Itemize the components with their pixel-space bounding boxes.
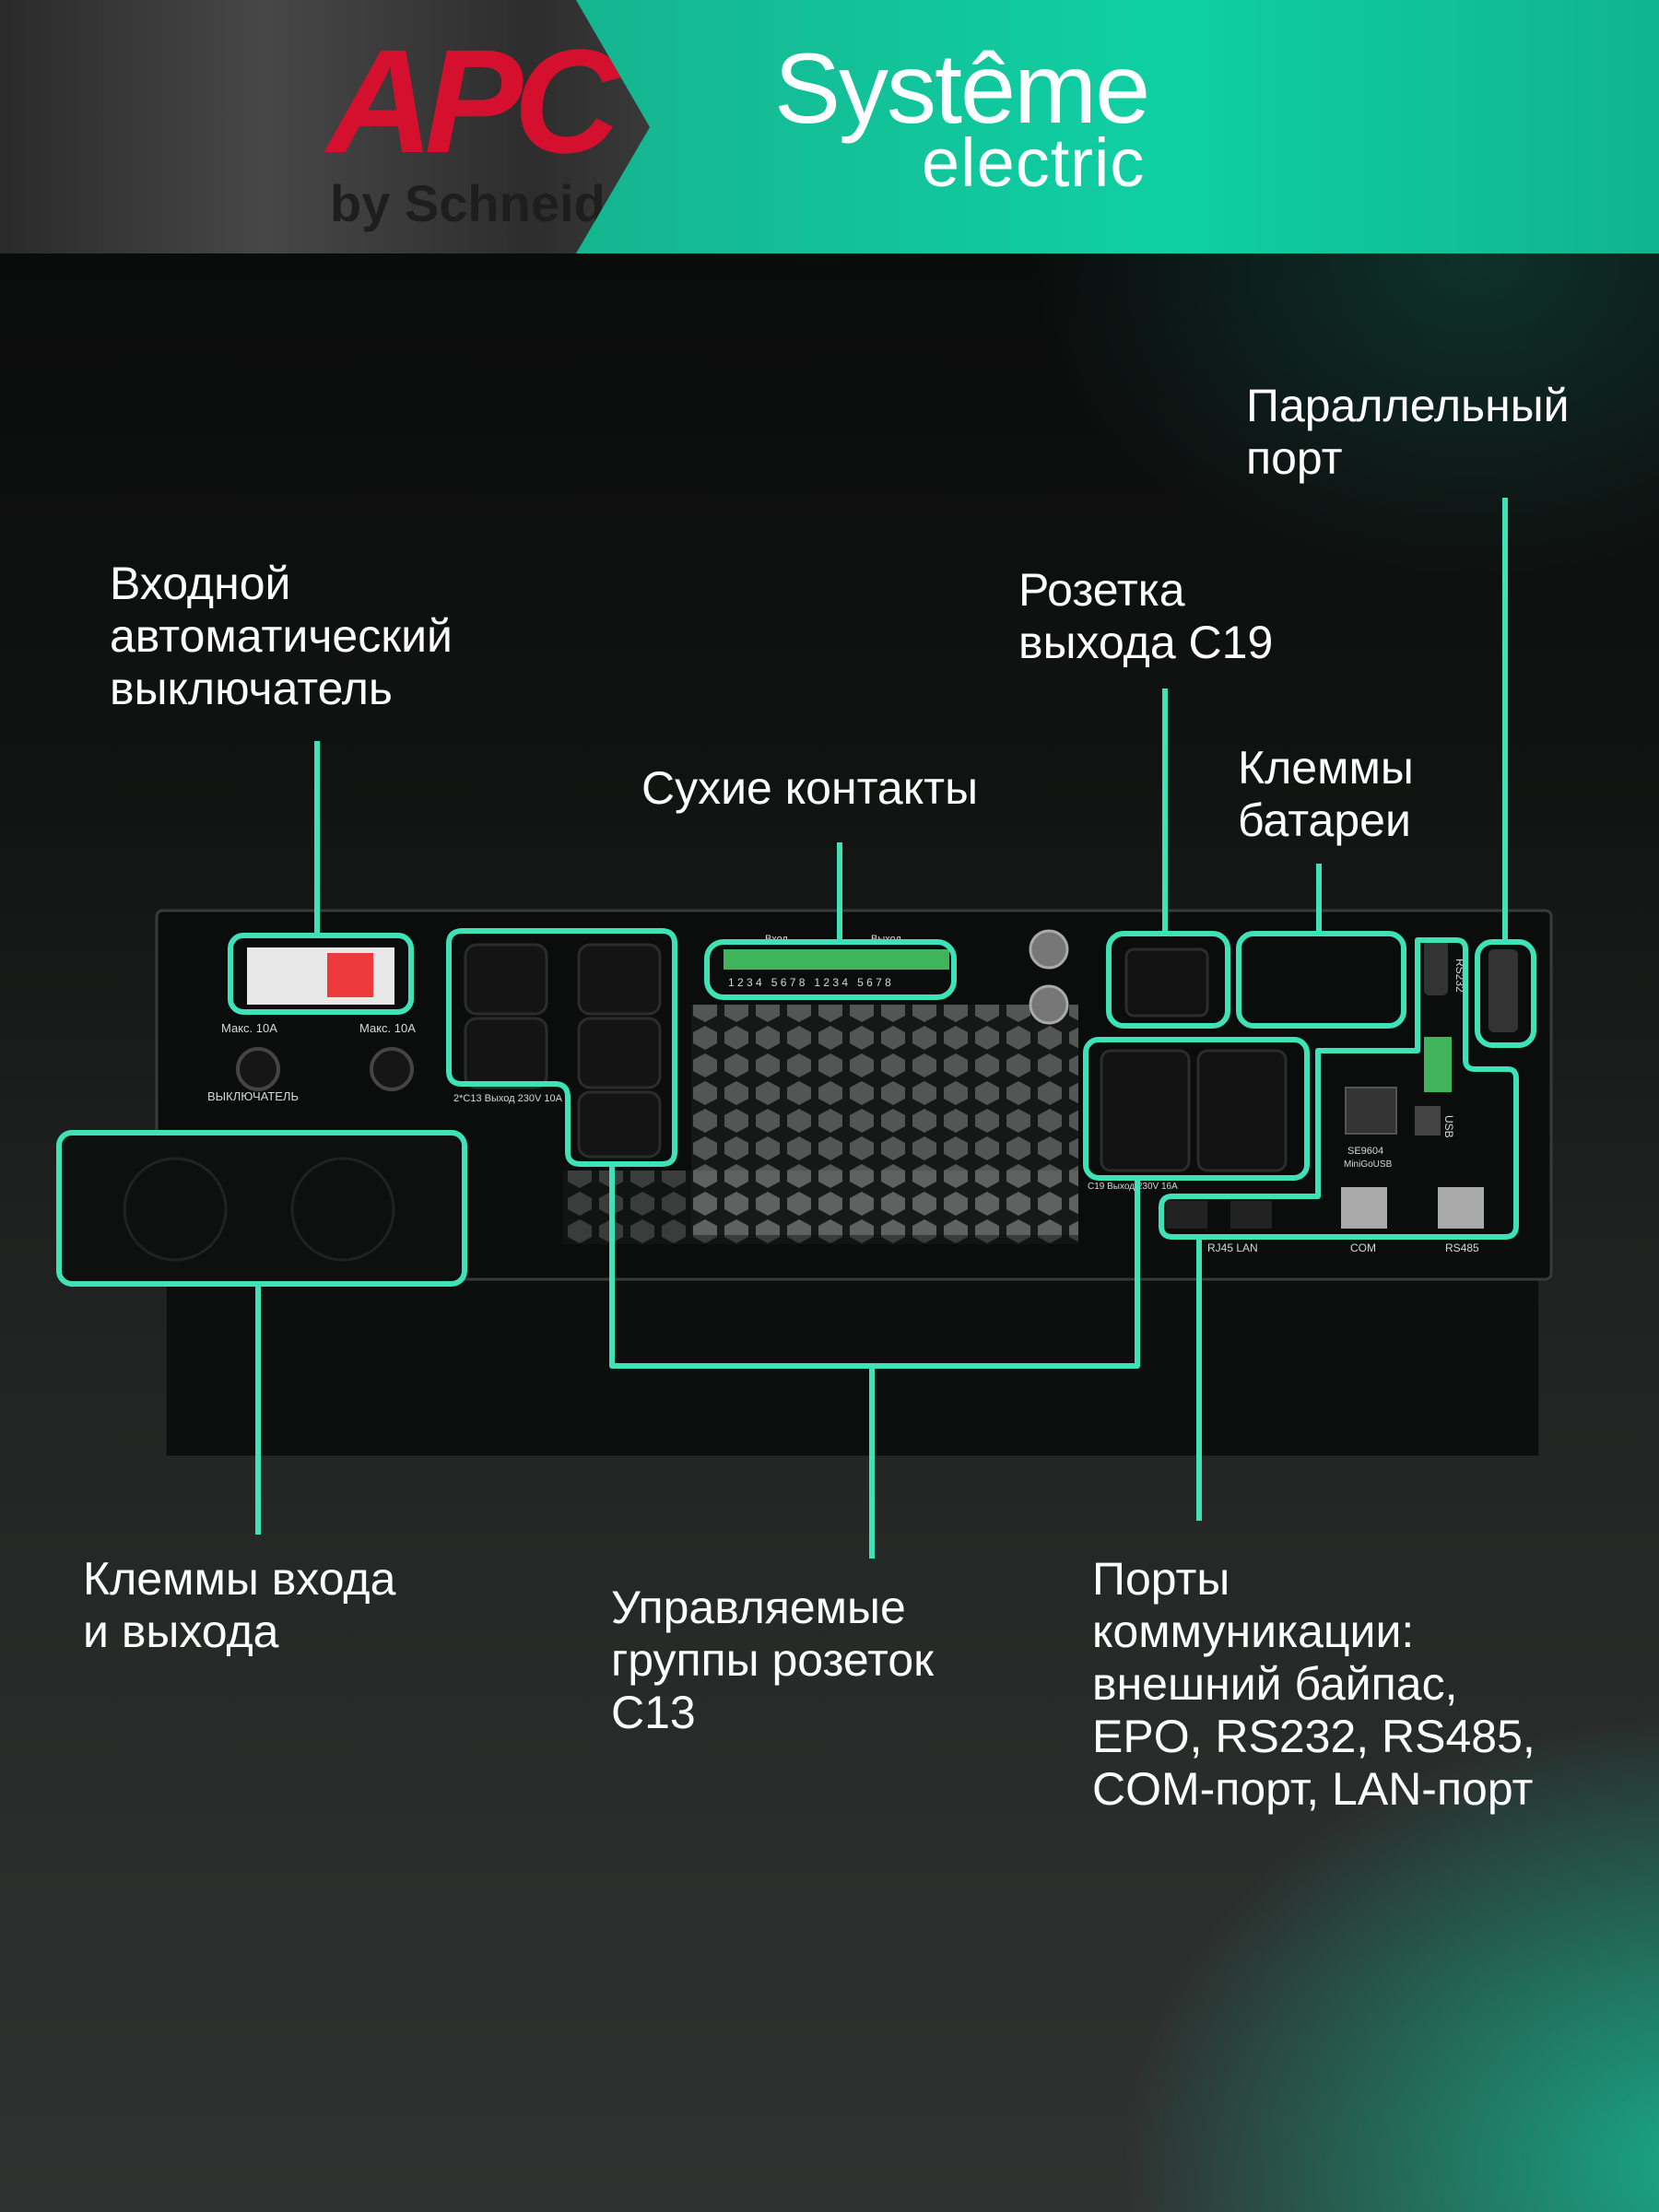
io-terminal-cover	[61, 1134, 463, 1281]
label-input-breaker: Входной автоматический выключатель	[110, 558, 453, 715]
dry-contact-terminals	[724, 949, 949, 970]
apc-logo: APC	[327, 18, 620, 183]
cable-gland	[1029, 929, 1069, 970]
card-sub: MiniGoUSB	[1344, 1159, 1393, 1170]
label-line: батареи	[1238, 794, 1411, 846]
breaker-callout-box	[228, 933, 414, 1015]
label-line: Сухие контакты	[641, 762, 979, 814]
label-line: выключатель	[110, 663, 393, 714]
label-line: коммуникации:	[1092, 1606, 1415, 1657]
label-line: и выхода	[83, 1606, 279, 1657]
brand-header: APC by Schneider Systême electric	[0, 0, 1659, 253]
label-line: Клеммы входа	[83, 1553, 396, 1605]
lan-card-port[interactable]	[1345, 1087, 1397, 1135]
switch-label: ВЫКЛЮЧАТЕЛЬ	[207, 1089, 299, 1103]
c13-callout-box	[446, 928, 677, 1167]
rj45-lan-label: RJ45 LAN	[1207, 1241, 1258, 1254]
battery-callout-box	[1236, 931, 1406, 1029]
label-line: Розетка	[1018, 564, 1185, 616]
c19-callout-box	[1106, 931, 1230, 1029]
c13-bracket-line	[609, 1164, 1140, 1369]
systeme-logo-line1: Systême	[774, 32, 1150, 144]
apc-logo-panel: APC by Schneider	[0, 0, 650, 253]
knockout-hole	[290, 1157, 395, 1262]
ventilation-mesh-lower	[562, 1171, 1078, 1244]
label-line: EPO, RS232, RS485,	[1092, 1711, 1535, 1762]
label-battery-terminals: Клеммы батареи	[1238, 742, 1414, 847]
c13-outlets	[464, 943, 662, 1159]
parallel-port-callout-box	[1475, 939, 1536, 1048]
io-terminals-callout-box	[56, 1130, 467, 1287]
label-comm-ports: Порты коммуникации: внешний байпас, EPO,…	[1092, 1553, 1535, 1816]
label-line: Параллельный	[1246, 380, 1570, 431]
c13-outlet[interactable]	[577, 1017, 662, 1089]
c19-outlet[interactable]	[1100, 1049, 1191, 1172]
rj45-lan-port[interactable]	[1230, 1201, 1272, 1229]
com-label: COM	[1350, 1241, 1376, 1254]
c19-caption: C19 Выход 230V 16A	[1088, 1182, 1178, 1192]
label-line: группы розеток	[611, 1634, 935, 1686]
label-line: Входной	[110, 558, 291, 609]
max-current-right: Макс. 10А	[359, 1021, 416, 1035]
label-line: Клеммы	[1238, 742, 1414, 794]
epo-terminals	[1424, 1037, 1452, 1092]
c13-outlet[interactable]	[577, 1090, 662, 1159]
rs485-label: RS485	[1445, 1241, 1479, 1254]
label-line: C13	[611, 1687, 696, 1738]
label-line: Управляемые	[611, 1582, 906, 1633]
breaker-toggle[interactable]	[327, 953, 373, 997]
label-io-terminals: Клеммы входа и выхода	[83, 1553, 395, 1658]
parallel-port-connector[interactable]	[1488, 949, 1518, 1032]
fuse-holder-left	[236, 1047, 280, 1091]
label-line: выхода C19	[1018, 617, 1274, 668]
label-c19-outlet: Розетка выхода C19	[1018, 564, 1273, 669]
label-c13-groups: Управляемые группы розеток C13	[611, 1582, 934, 1739]
c19-group-callout-box	[1083, 1037, 1310, 1181]
dry-contacts-callout-box	[704, 939, 957, 1000]
fuse-holder-right	[370, 1047, 414, 1091]
label-parallel-port: Параллельный порт	[1246, 380, 1570, 485]
dry-contact-numbers: 1 2 3 4 5 6 7 8 1 2 3 4 5 6 7 8	[728, 976, 891, 989]
com-port[interactable]	[1341, 1187, 1387, 1229]
knockout-hole	[123, 1157, 228, 1262]
comm-ports-callout-box	[1159, 937, 1519, 1240]
c13-outlet[interactable]	[577, 943, 662, 1016]
systeme-logo-line2: electric	[922, 124, 1146, 201]
c13-outlet[interactable]	[464, 943, 548, 1016]
c13-outlet[interactable]	[464, 1017, 548, 1089]
usb-label: USB	[1442, 1115, 1455, 1138]
c13-caption: 2*C13 Выход 230V 10A	[453, 1093, 563, 1104]
rj45-lan-port[interactable]	[1166, 1201, 1207, 1229]
label-line: порт	[1246, 432, 1343, 484]
max-current-left: Макс. 10А	[221, 1021, 277, 1035]
cable-gland	[1029, 984, 1069, 1025]
usb-port[interactable]	[1415, 1106, 1441, 1135]
label-line: COM-порт, LAN-порт	[1092, 1763, 1534, 1815]
rs232-port[interactable]	[1424, 940, 1448, 995]
c19-outlet[interactable]	[1196, 1049, 1288, 1172]
label-dry-contacts: Сухие контакты	[641, 762, 978, 815]
label-line: Порты	[1092, 1553, 1230, 1605]
label-line: внешний байпас,	[1092, 1658, 1458, 1710]
label-line: автоматический	[110, 610, 453, 662]
card-model: SE9604	[1347, 1146, 1383, 1157]
c19-outlet[interactable]	[1124, 947, 1209, 1018]
rs485-port[interactable]	[1438, 1187, 1484, 1229]
